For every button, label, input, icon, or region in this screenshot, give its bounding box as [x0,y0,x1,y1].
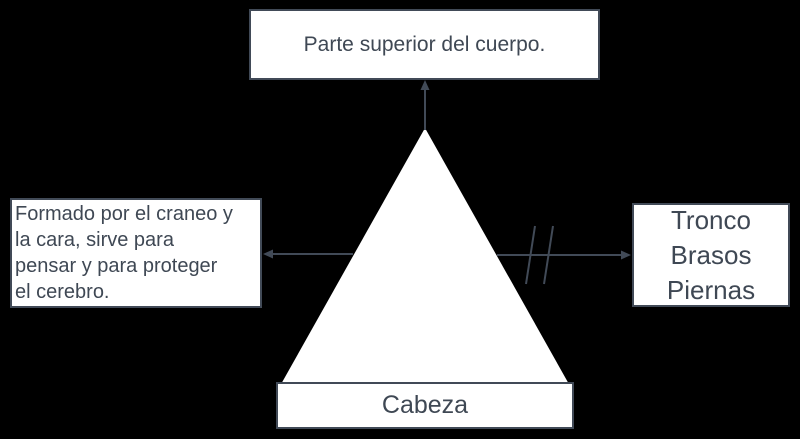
triangle-shape[interactable] [280,128,570,386]
node-cabeza[interactable]: Cabeza [276,382,574,429]
node-parte-superior-label: Parte superior del cuerpo. [303,32,546,56]
node-cabeza-label: Cabeza [381,391,469,419]
double-slash-mark-icon [543,225,554,285]
node-descripcion-cabeza[interactable]: Formado por el craneo y la cara, sirve p… [10,198,262,308]
arrow-left-icon [263,249,273,259]
arrow-up-icon [420,80,430,90]
node-parte-superior[interactable]: Parte superior del cuerpo. [249,9,600,80]
node-tronco-brasos-piernas-label: Tronco Brasos Piernas [666,204,756,305]
node-descripcion-cabeza-label: Formado por el craneo y la cara, sirve p… [15,203,233,303]
arrow-right-icon [621,250,631,260]
node-tronco-brasos-piernas[interactable]: Tronco Brasos Piernas [632,203,790,307]
double-slash-mark-icon [525,225,536,285]
